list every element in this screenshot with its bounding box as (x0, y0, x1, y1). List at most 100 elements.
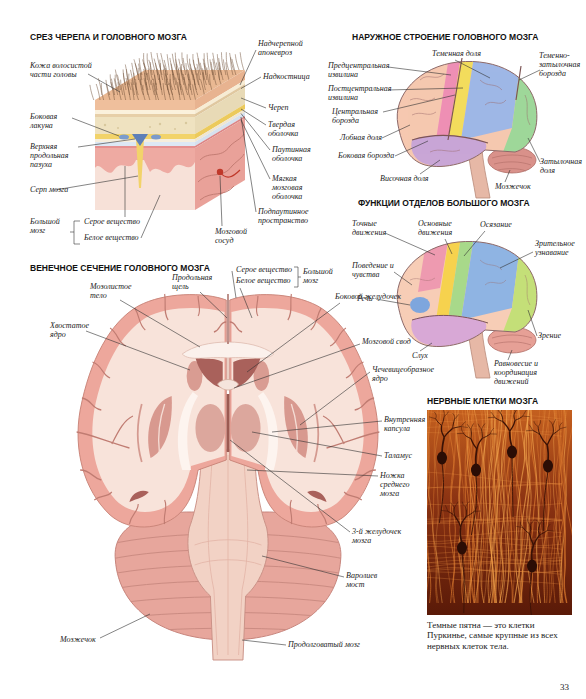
hair-strand (144, 78, 148, 95)
dendrite (512, 457, 513, 517)
nerve-fibre (427, 567, 562, 572)
dendrite (476, 449, 477, 465)
cerebellum-folia (492, 335, 532, 345)
dendrite (466, 512, 474, 517)
nerve-fibre (427, 556, 562, 560)
hair-strand (170, 58, 173, 75)
hair-strand (143, 85, 145, 100)
part-label: Осязание (480, 221, 512, 230)
dendrite (543, 471, 548, 531)
part-label: Ножка среднего мозга (380, 472, 422, 499)
part-label: Мозжечок (495, 183, 531, 192)
purkinje-cell (527, 560, 537, 573)
dendrite (429, 417, 436, 419)
hair-strand (167, 54, 169, 70)
nerve-fibre (427, 560, 562, 564)
dendrite (514, 411, 515, 420)
dendrite (452, 426, 461, 428)
dendrite (560, 423, 563, 429)
nerve-fibre (516, 410, 530, 603)
hair-strand (181, 84, 185, 100)
part-label: Мозолистое тело (90, 283, 135, 301)
dendrite (445, 505, 448, 511)
hair-strand (123, 84, 126, 100)
dendrite (536, 520, 539, 526)
part-label: Мягкая мозговая оболочка (272, 175, 320, 202)
hair-strand (176, 59, 178, 75)
dendrite (453, 413, 455, 420)
nerve-cell-photo (422, 405, 576, 631)
part-label: Боковая борозда (338, 152, 394, 161)
skull-block (90, 52, 245, 210)
hair-strand (161, 53, 165, 70)
part-label: Основные движения (418, 220, 463, 238)
dendrite (490, 428, 494, 434)
part-label: Твердая оболочка (268, 121, 313, 139)
vessel (220, 170, 240, 177)
hair-strand (111, 82, 115, 100)
nerve-fibre (427, 411, 562, 419)
dendrite (549, 420, 553, 425)
part-label: 3-й желудочек мозга (352, 528, 407, 546)
nerve-fibre (427, 577, 562, 584)
dendrite (441, 510, 448, 512)
central-sulcus (448, 58, 462, 140)
dendrite (488, 417, 495, 418)
hair-strand (196, 68, 199, 85)
hair-strand (207, 67, 210, 85)
part-label: Череп (268, 104, 289, 113)
dendrite (467, 424, 471, 429)
hair-strand (146, 82, 150, 100)
gyri (410, 74, 530, 152)
part-label: Паутинная оболочка (272, 146, 317, 164)
nerve-fibre (505, 410, 513, 603)
part-label: Постцентральная извилина (328, 85, 393, 103)
nerve-fibre (497, 410, 507, 603)
dendrite (523, 410, 526, 416)
dendrite (474, 506, 477, 512)
dendrite (510, 431, 512, 447)
part-label: Серп мозга (30, 186, 70, 195)
nerve-fibre (427, 552, 562, 555)
hair-strand (176, 64, 178, 80)
dendrite (552, 425, 554, 434)
nerve-fibre (514, 410, 529, 603)
cerebellum-folia (492, 155, 532, 171)
part-label: Продолговатый мозг (288, 641, 360, 650)
sinus (132, 134, 148, 146)
brainstem-fibres (195, 455, 262, 655)
dendrite (530, 519, 534, 524)
part-label: Височная доля (380, 175, 429, 184)
aponeurosis-layer (95, 110, 195, 114)
dendrite (452, 420, 454, 429)
grey-matter (95, 148, 195, 173)
dendrite (462, 502, 465, 508)
dendrite (547, 524, 550, 530)
nerve-fibre (427, 410, 429, 603)
photo-caption: Темные пятна — это клетки Пуркинье, самы… (427, 620, 572, 651)
hair-strand (129, 74, 131, 90)
part-label: Большой мозг (30, 218, 65, 236)
dendrite (482, 424, 485, 430)
dendrite (529, 425, 533, 431)
dendrite (553, 419, 556, 425)
hair-strand (156, 83, 159, 100)
speech-area (410, 297, 430, 313)
hair-strand (198, 73, 201, 90)
nerve-fibre (427, 519, 562, 522)
dendrite (491, 412, 495, 417)
part-label: Серое вещество (84, 218, 140, 227)
dendrite (462, 427, 464, 433)
part-label: Продольная щель (172, 274, 217, 292)
nerve-fibre (497, 410, 507, 603)
dendrite (515, 416, 523, 420)
part-label: Белое вещество (84, 234, 139, 243)
nerve-fibre (490, 410, 497, 603)
nerve-fibre (471, 410, 478, 603)
dendrite (515, 410, 518, 411)
hair-strand (150, 62, 152, 80)
section-heading: НАРУЖНОЕ СТРОЕНИЕ ГОЛОВНОГО МОЗГА (352, 33, 539, 43)
nerve-fibre (488, 410, 494, 603)
dendrite (439, 463, 443, 523)
